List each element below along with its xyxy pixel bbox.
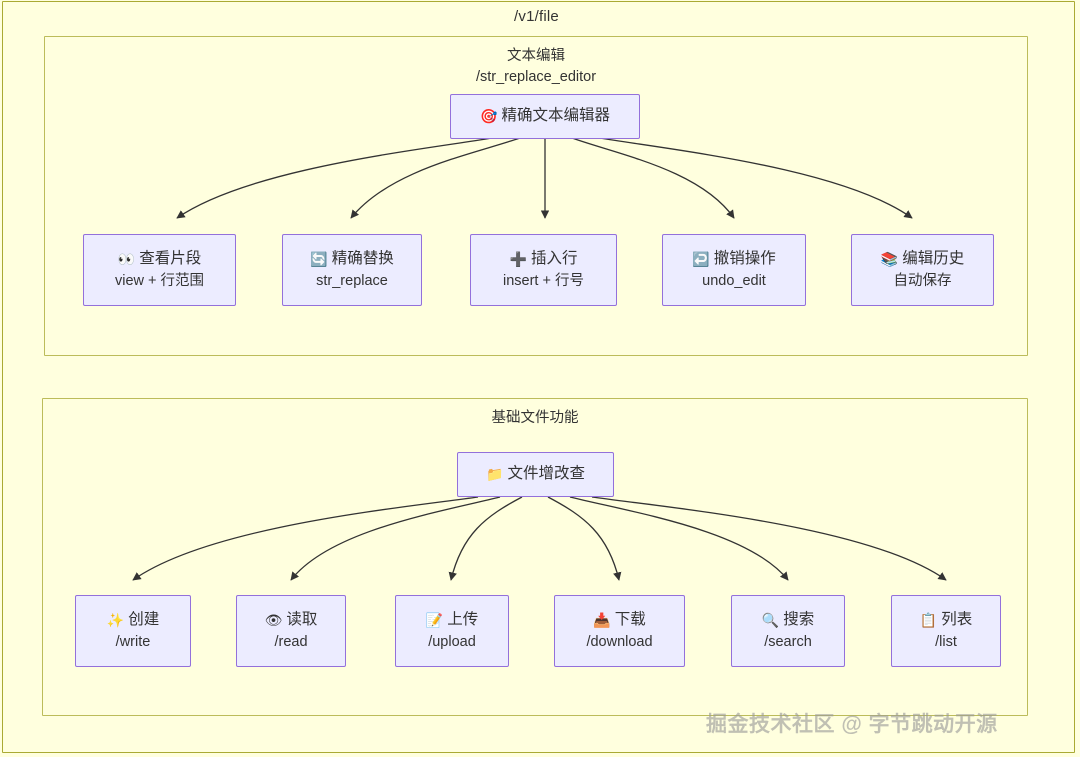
books-icon: 📚 <box>880 252 899 269</box>
subgraph-text-editor: 文本编辑 /str_replace_editor <box>44 36 1028 356</box>
node-write-sub: /write <box>115 633 151 650</box>
node-view-snippet[interactable]: 👀查看片段 view + 行范围 <box>83 234 236 306</box>
node-insert-line-label: ➕插入行 <box>509 250 578 269</box>
subgraph-text-editor-title-line1: 文本编辑 <box>507 48 565 64</box>
refresh-icon: 🔄 <box>310 252 328 269</box>
node-file-crud-label: 📁文件增改查 <box>486 465 585 484</box>
node-write[interactable]: ✨创建 /write <box>75 595 191 667</box>
node-search-label: 🔍搜索 <box>761 611 815 630</box>
eye-icon: 👁 <box>264 613 283 630</box>
eyes-icon: 👀 <box>117 252 136 269</box>
watermark-text: 掘金技术社区 @ 字节跳动开源 <box>706 713 998 736</box>
node-undo-edit[interactable]: ↩️撤销操作 undo_edit <box>662 234 806 306</box>
node-write-label: ✨创建 <box>106 611 160 630</box>
node-upload-sub: /upload <box>428 633 476 650</box>
node-str-replace-label: 🔄精确替换 <box>310 250 394 269</box>
node-read-label: 👁读取 <box>264 611 318 630</box>
node-search[interactable]: 🔍搜索 /search <box>731 595 845 667</box>
subgraph-text-editor-title-line2: /str_replace_editor <box>475 68 597 85</box>
node-edit-history[interactable]: 📚编辑历史 自动保存 <box>851 234 994 306</box>
diagram-title: /v1/file <box>514 8 559 25</box>
folder-icon: 📁 <box>486 467 504 484</box>
node-download[interactable]: 📥下载 /download <box>554 595 685 667</box>
memo-icon: 📝 <box>425 613 444 630</box>
subgraph-basic-file: 基础文件功能 <box>42 398 1028 716</box>
node-undo-edit-label: ↩️撤销操作 <box>692 250 776 269</box>
node-edit-history-sub: 自动保存 <box>893 272 952 289</box>
inbox-tray-icon: 📥 <box>593 613 611 630</box>
node-precise-text-editor-label: 🎯精确文本编辑器 <box>480 107 610 126</box>
node-read-sub: /read <box>274 633 308 650</box>
target-icon: 🎯 <box>480 109 498 126</box>
plus-icon: ➕ <box>509 252 527 269</box>
node-undo-edit-sub: undo_edit <box>702 272 766 289</box>
magnifier-icon: 🔍 <box>761 613 780 630</box>
node-read[interactable]: 👁读取 /read <box>236 595 346 667</box>
node-insert-line-sub: insert + 行号 <box>503 272 584 289</box>
undo-icon: ↩️ <box>692 252 710 269</box>
node-str-replace[interactable]: 🔄精确替换 str_replace <box>282 234 422 306</box>
node-view-snippet-label: 👀查看片段 <box>117 250 202 269</box>
subgraph-basic-file-title-line1: 基础文件功能 <box>491 410 579 426</box>
node-list[interactable]: 📋列表 /list <box>891 595 1001 667</box>
clipboard-icon: 📋 <box>919 613 938 630</box>
node-view-snippet-sub: view + 行范围 <box>114 272 205 289</box>
node-upload[interactable]: 📝上传 /upload <box>395 595 509 667</box>
node-list-sub: /list <box>935 633 957 650</box>
node-str-replace-sub: str_replace <box>316 272 388 289</box>
node-insert-line[interactable]: ➕插入行 insert + 行号 <box>470 234 617 306</box>
subgraph-text-editor-title: 文本编辑 /str_replace_editor <box>45 46 1027 87</box>
node-upload-label: 📝上传 <box>425 611 479 630</box>
node-download-sub: /download <box>586 633 653 650</box>
node-edit-history-label: 📚编辑历史 <box>880 250 965 269</box>
node-download-label: 📥下载 <box>593 611 646 630</box>
sparkles-icon: ✨ <box>106 613 125 630</box>
subgraph-basic-file-title: 基础文件功能 <box>43 408 1027 429</box>
node-precise-text-editor[interactable]: 🎯精确文本编辑器 <box>450 94 640 139</box>
node-search-sub: /search <box>764 633 812 650</box>
node-file-crud[interactable]: 📁文件增改查 <box>457 452 614 497</box>
node-list-label: 📋列表 <box>919 611 973 630</box>
